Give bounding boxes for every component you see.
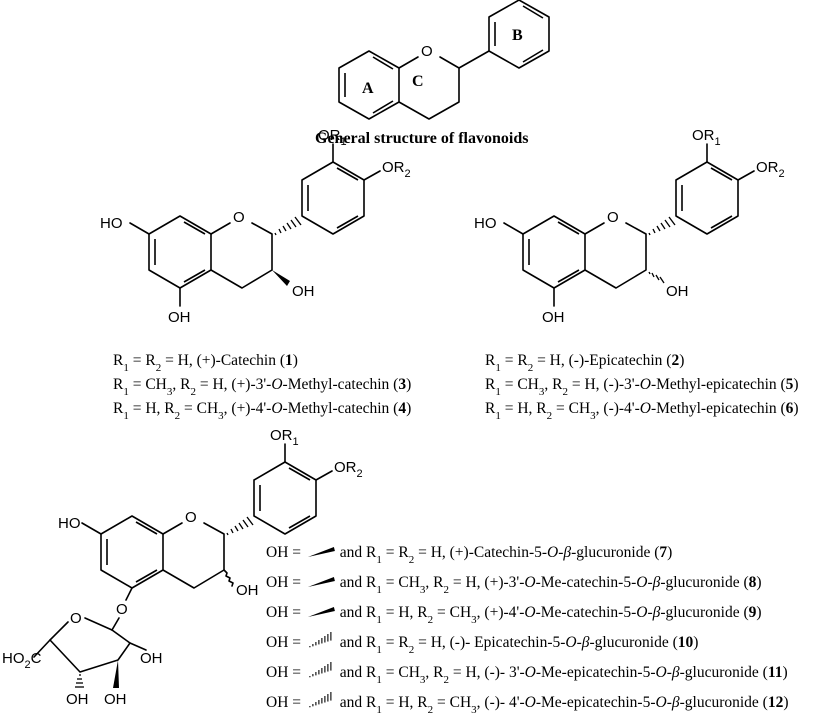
hashed-wedge-icon [309,692,332,708]
epicatechin-caption: R1 = R2 = H, (-)-Epicatechin (2)R1 = CH3… [485,352,799,422]
glucuronide-oh-3: OH [236,582,259,599]
glucuronide-caption: OH = and R1 = R2 = H, (+)-Catechin-5-O-β… [266,544,789,716]
glucuronide-sugar-oh-a: OH [140,650,163,667]
glucuronide-link-oxygen: O [116,601,128,618]
general-ring-oxygen: O [421,43,433,60]
epicatechin-oh-3: OH [666,283,689,300]
hashed-wedge-icon [309,632,332,648]
glucuronide-carboxyl: HO2C [2,650,42,671]
glucuronide-caption-row: OH = and R1 = CH3, R2 = H, (-)- 3'-O-Me-… [266,664,788,686]
catechin-structure: HO OH O OH OR1 OR2 [100,127,411,326]
catechin-caption-row: R1 = CH3, R2 = H, (+)-3'-O-Methyl-catech… [113,376,411,398]
catechin-caption: R1 = R2 = H, (+)-Catechin (1)R1 = CH3, R… [113,352,411,422]
epicatechin-caption-row: R1 = CH3, R2 = H, (-)-3'-O-Methyl-epicat… [485,376,799,398]
epicatechin-ring-oxygen: O [607,209,619,226]
ring-b-label: B [512,27,523,44]
glucuronide-ring-oxygen: O [185,509,197,526]
catechin-or1: OR1 [318,127,347,148]
bold-wedge-icon [307,607,335,617]
glucuronide-caption-row: OH = and R1 = H, R2 = CH3, (-)- 4'-O-Me-… [266,694,789,716]
glucuronide-sugar-oh-b: OH [104,691,127,708]
glucuronide-structure: HO O OH OR1 OR2 O O [2,427,363,708]
catechin-caption-row: R1 = R2 = H, (+)-Catechin (1) [113,352,298,374]
hashed-wedge-icon [309,662,332,678]
bold-wedge-icon [307,577,335,587]
epicatechin-caption-row: R1 = H, R2 = CH3, (-)-4'-O-Methyl-epicat… [485,400,799,422]
glucuronide-caption-row: OH = and R1 = R2 = H, (+)-Catechin-5-O-β… [266,544,672,566]
catechin-oh-5: OH [168,309,191,326]
epicatechin-oh-5: OH [542,309,565,326]
epicatechin-or2: OR2 [756,159,785,180]
catechin-ho-7: HO [100,215,123,232]
general-structure-title: General structure of flavonoids [315,130,528,147]
glucuronide-caption-row: OH = and R1 = H, R2 = CH3, (+)-4'-O-Me-c… [266,604,762,626]
epicatechin-ho-7: HO [474,215,497,232]
glucuronide-sugar-oh-c: OH [66,691,89,708]
epicatechin-caption-row: R1 = R2 = H, (-)-Epicatechin (2) [485,352,684,374]
general-structure: O A C B General structure of flavonoids [315,0,550,147]
catechin-caption-row: R1 = H, R2 = CH3, (+)-4'-O-Methyl-catech… [113,400,411,422]
glucuronide-caption-row: OH = and R1 = R2 = H, (-)- Epicatechin-5… [266,634,698,656]
glucuronide-or1: OR1 [270,427,299,448]
epicatechin-or1: OR1 [692,127,721,148]
epicatechin-structure: HO OH O OH OR1 OR2 [474,127,785,326]
glucuronide-ho-7: HO [58,515,81,532]
catechin-or2: OR2 [382,159,411,180]
catechin-ring-oxygen: O [233,209,245,226]
catechin-oh-3: OH [292,283,315,300]
glucuronide-caption-row: OH = and R1 = CH3, R2 = H, (+)-3'-O-Me-c… [266,574,762,596]
ring-a-label: A [362,80,374,97]
glucuronide-sugar-oxygen: O [70,610,82,627]
glucuronide-or2: OR2 [334,459,363,480]
bold-wedge-icon [307,547,335,557]
ring-c-label: C [412,73,424,90]
